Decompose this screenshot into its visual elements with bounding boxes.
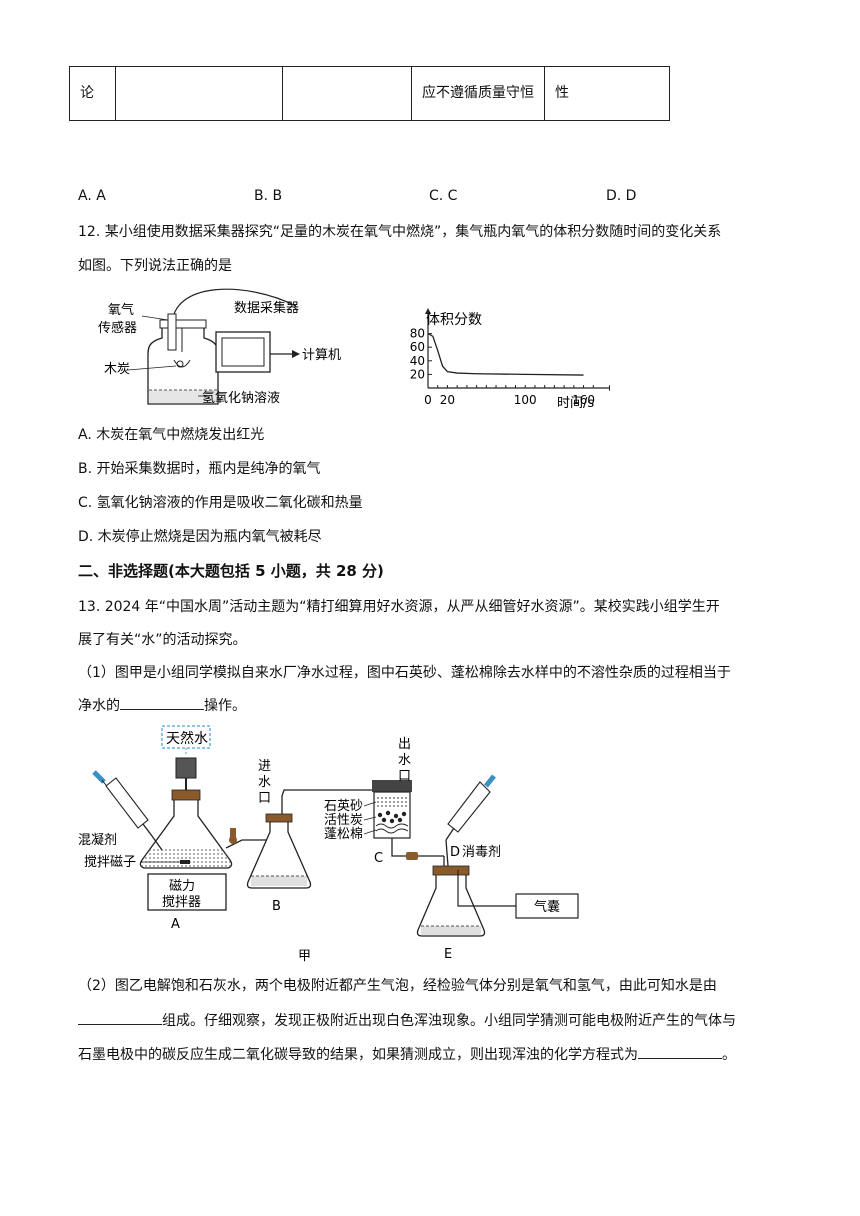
q11-option-d[interactable]: D. D	[606, 188, 637, 204]
activated-carbon-label: 活性炭	[324, 813, 363, 828]
sensor-label-1: 氧气	[108, 302, 134, 318]
q12-stem-line1: 12. 某小组使用数据采集器探究“足量的木炭在氧气中燃烧”，集气瓶内氧气的体积分…	[78, 224, 722, 240]
chart-y-tick-label: 20	[410, 367, 425, 381]
section2-title: 二、非选择题(本大题包括 5 小题，共 28 分)	[78, 562, 384, 580]
stirrer-label-1: 磁力	[169, 879, 195, 894]
q12-option-d[interactable]: D. 木炭停止燃烧是因为瓶内氧气被耗尽	[78, 529, 322, 545]
chart-y-tick-label: 60	[410, 340, 425, 354]
table-cell-text: 应不遵循质量守恒	[422, 85, 534, 101]
answer-blank-3[interactable]	[638, 1044, 722, 1059]
q13-p1-line1: （1）图甲是小组同学模拟自来水厂净水过程，图中石英砂、蓬松棉除去水样中的不溶性杂…	[78, 665, 731, 681]
q12-option-c[interactable]: C. 氢氧化钠溶液的作用是吸收二氧化碳和热量	[78, 495, 363, 511]
chart-y-tick-label: 80	[410, 327, 425, 341]
answer-blank-2[interactable]	[78, 1010, 162, 1025]
chart-y-tick-label: 40	[410, 354, 425, 368]
q13-stem-line2: 展了有关“水”的活动探究。	[78, 632, 247, 648]
table-cell	[282, 66, 412, 121]
charcoal-label: 木炭	[104, 362, 130, 377]
coagulant-syringe	[92, 770, 163, 851]
inlet-label-3: 口	[258, 791, 271, 806]
table-cell: 论	[69, 66, 116, 121]
label-b: B	[272, 899, 281, 914]
stir-bar-label: 搅拌磁子	[84, 854, 136, 870]
q11-option-c[interactable]: C. C	[429, 188, 458, 204]
q12-option-b[interactable]: B. 开始采集数据时，瓶内是纯净的氧气	[78, 461, 321, 477]
q11-table: 论 应不遵循质量守恒 性	[69, 66, 670, 121]
q12-stem-line2: 如图。下列说法正确的是	[78, 258, 232, 274]
collector-label: 数据采集器	[234, 300, 299, 316]
label-d: D	[450, 845, 460, 860]
answer-blank-1[interactable]	[120, 695, 204, 710]
inlet-label-1: 进	[258, 759, 271, 774]
q13-stem-line1: 13. 2024 年“中国水周”活动主题为“精打细算用好水资源，从严从细管好水资…	[78, 599, 720, 615]
table-cell	[115, 66, 283, 121]
q12-option-a[interactable]: A. 木炭在氧气中燃烧发出红光	[78, 427, 265, 443]
quartz-label: 石英砂	[324, 799, 363, 814]
chart-series-line	[427, 333, 584, 376]
chart-x-tick-label: 20	[440, 393, 455, 407]
sensor-label-2: 传感器	[98, 320, 137, 336]
chart-x-tick-label: 160	[572, 393, 595, 407]
disinfectant-label: 消毒剂	[462, 845, 501, 860]
label-a: A	[171, 917, 180, 932]
filter-column	[372, 780, 412, 848]
natural-water-box	[161, 725, 211, 749]
chart-ylabel: 体积分数	[426, 312, 482, 328]
q13-p1-pre: 净水的	[78, 698, 120, 714]
q11-option-a[interactable]: A. A	[78, 188, 106, 204]
label-e: E	[444, 947, 452, 962]
q13-figure-jia: 天然水 磁力 搅拌器 A 混凝剂 搅拌磁子 B 进 水 口	[78, 725, 579, 964]
q13-p2-line3: 石墨电极中的碳反应生成二氧化碳导致的结果，如果猜测成立，则出现浑浊的化学方程式为…	[78, 1044, 736, 1065]
table-cell: 性	[544, 66, 670, 121]
disinfectant-syringe	[445, 774, 496, 867]
label-c: C	[374, 851, 383, 866]
outlet-label-1: 出	[398, 737, 411, 752]
coagulant-label: 混凝剂	[78, 832, 117, 848]
chart-y-arrow	[425, 308, 431, 314]
chart-x-arrow	[609, 385, 610, 391]
outlet-label-2: 水	[398, 753, 411, 768]
cotton-label: 蓬松棉	[324, 827, 363, 842]
stirrer-label-2: 搅拌器	[162, 894, 201, 910]
q13-p1-line2: 净水的 操作。	[78, 695, 246, 716]
natural-water-label: 天然水	[166, 730, 208, 747]
q13-p2-line1: （2）图乙电解饱和石灰水，两个电极附近都产生气泡，经检验气体分别是氧气和氢气，由…	[78, 978, 717, 994]
q13-p1-post: 操作。	[204, 698, 246, 714]
table-cell: 应不遵循质量守恒	[411, 66, 545, 121]
inlet-label-2: 水	[258, 775, 271, 790]
outlet-label-3: 口	[398, 769, 411, 784]
q12-apparatus-figure: 氧气 传感器 木炭 氢氧化钠溶液 数据采集器 计算机	[98, 288, 341, 406]
q11-option-b[interactable]: B. B	[254, 188, 283, 204]
table-row: 论 应不遵循质量守恒 性	[69, 66, 670, 121]
figure-caption: 甲	[298, 949, 311, 964]
q13-p2-line2: 组成。仔细观察，发现正极附近出现白色浑浊现象。小组同学猜测可能电极附近产生的气体…	[78, 1010, 736, 1031]
q13-p2-line3-end: 。	[722, 1047, 736, 1063]
chart-x-tick-label: 0	[424, 393, 432, 407]
chart-xlabel: 时间/s	[557, 396, 594, 411]
balloon-label: 气囊	[534, 899, 560, 915]
q13-p2-line2-text: 组成。仔细观察，发现正极附近出现白色浑浊现象。小组同学猜测可能电极附近产生的气体…	[162, 1013, 736, 1029]
solution-label: 氢氧化钠溶液	[202, 391, 280, 406]
chart-x-tick-label: 100	[514, 393, 537, 407]
computer-label: 计算机	[302, 348, 341, 363]
q13-p2-line3-text: 石墨电极中的碳反应生成二氧化碳导致的结果，如果猜测成立，则出现浑浊的化学方程式为	[78, 1047, 638, 1063]
